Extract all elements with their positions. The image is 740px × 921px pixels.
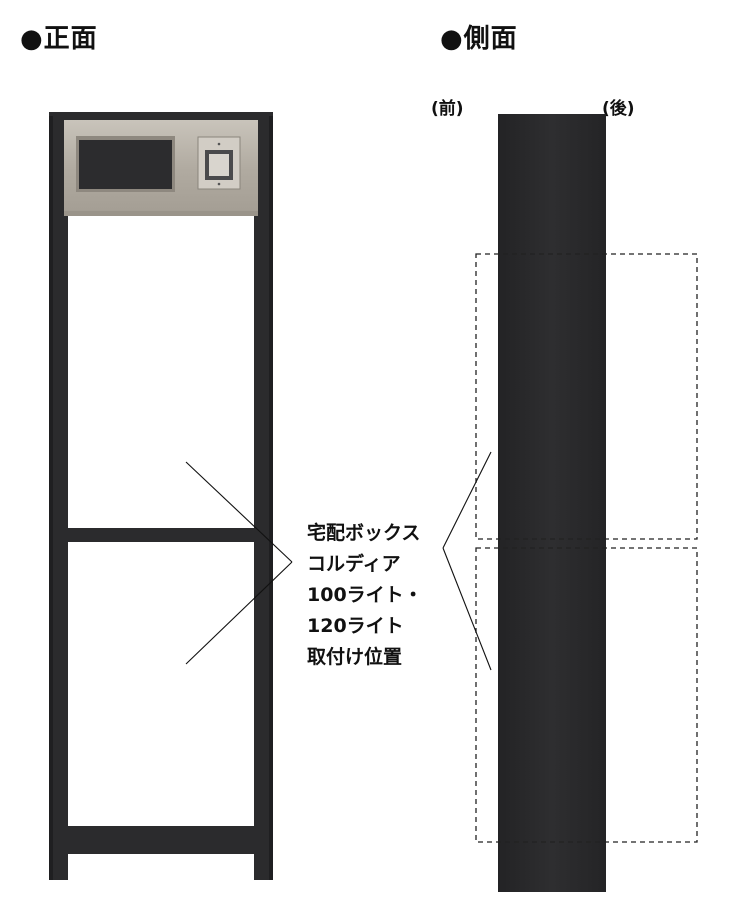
bottom-crossbar: [64, 826, 258, 854]
right-post-edge: [269, 116, 273, 880]
callout-line: コルディア: [307, 553, 401, 575]
callout-leaders: [185, 451, 492, 671]
callout-line: 100ライト・: [307, 584, 423, 606]
front-view-heading: ●正面: [20, 24, 98, 54]
left-post: [49, 116, 68, 880]
right-post: [254, 116, 273, 880]
front-side-label: (前): [431, 99, 464, 119]
panel-bottom-edge: [64, 211, 258, 216]
mail-slot-window: [79, 140, 172, 189]
left-post-edge: [49, 116, 53, 880]
side-view-heading: ●側面: [440, 24, 518, 54]
mount-area-lower: [475, 547, 698, 843]
callout-line: 120ライト: [307, 615, 404, 637]
callout-line: 宅配ボックス: [307, 522, 421, 544]
rear-side-label: (後): [602, 99, 635, 119]
callout-line: 取付け位置: [307, 646, 403, 668]
leader-side-lower: [442, 547, 492, 671]
intercom-inner: [209, 154, 229, 176]
leader-front-upper: [185, 461, 293, 563]
mount-area-upper: [475, 253, 698, 540]
top-cap: [49, 112, 273, 120]
mounting-position-callout: 宅配ボックス コルディア 100ライト・ 120ライト 取付け位置: [307, 518, 423, 673]
leader-side-upper: [442, 451, 492, 549]
intercom-screw-top: [217, 142, 221, 146]
leader-front-lower: [185, 561, 293, 665]
side-post: [498, 114, 606, 892]
intercom-screw-bottom: [217, 182, 221, 186]
side-view-pole: [498, 114, 606, 892]
front-view-pole: [49, 112, 273, 880]
middle-crossbar: [64, 528, 258, 542]
